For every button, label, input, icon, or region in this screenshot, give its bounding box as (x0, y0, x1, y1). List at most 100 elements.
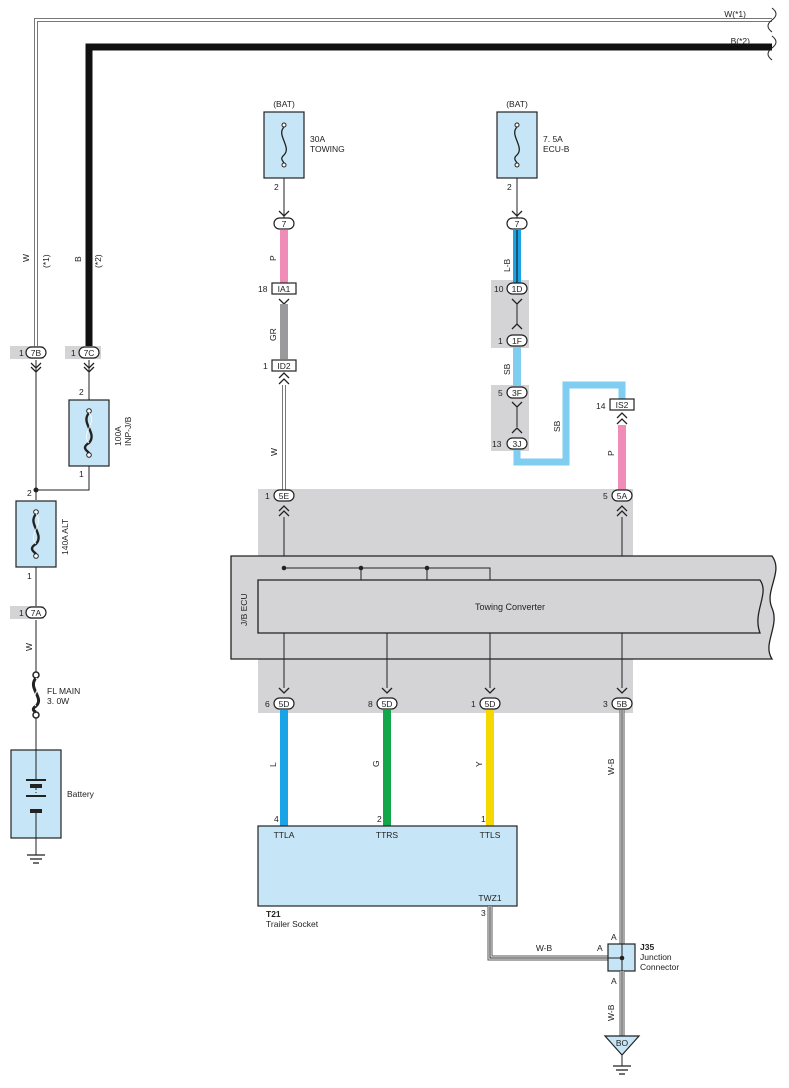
fuse-ecub-source: (BAT) (506, 99, 528, 109)
wire-label-gr: GR (268, 328, 278, 341)
connector-7-ecub: 7 (506, 210, 528, 230)
fuse-towing-source: (BAT) (273, 99, 295, 109)
wire-b-top (85, 43, 772, 346)
fuse-alt-pin-bottom: 1 (27, 571, 32, 581)
junction-pin-a-bottom: A (611, 976, 617, 986)
connector-1f-pin: 1 (498, 336, 503, 346)
fuse-towing-pin: 2 (274, 182, 279, 192)
fuse-inp-pin-top: 2 (79, 387, 84, 397)
connector-3f-code: 3F (512, 388, 522, 398)
connector-id2-code: ID2 (277, 361, 291, 371)
connector-5a: 5 5A (603, 489, 633, 517)
fuse-inp-pin-bottom: 1 (79, 469, 84, 479)
towing-converter-label: Towing Converter (475, 602, 545, 612)
connector-7b: 1 7B (19, 346, 47, 373)
fuse-inp-jb: 2 1 100A INP-J/B (68, 387, 133, 479)
left-wire-b-color: B (73, 256, 83, 262)
connector-5d-y-code: 5D (485, 699, 496, 709)
connector-5a-pin: 5 (603, 491, 608, 501)
connector-ia1-code: IA1 (278, 284, 291, 294)
connector-1f-code: 1F (512, 336, 522, 346)
connector-7c: 1 7C (71, 346, 100, 373)
wire-w-top (34, 18, 772, 346)
fusible-link-fl-main: FL MAIN 3. 0W (31, 671, 80, 719)
connector-5d-l: 6 5D (265, 687, 295, 710)
left-wire-w-note: (*1) (41, 254, 51, 268)
connector-5d-g-code: 5D (382, 699, 393, 709)
connector-7-ecub-code: 7 (515, 219, 520, 229)
wire-label-w-left: W (24, 643, 34, 651)
connector-3f: 5 3F (498, 386, 528, 408)
trailer-pin-num-twz1: 3 (481, 908, 486, 918)
fuse-towing-name: TOWING (310, 144, 345, 154)
connector-is2-code: IS2 (616, 400, 629, 410)
wire-inp-to-junction (36, 466, 90, 491)
wire-label-wb-h: W-B (536, 943, 553, 953)
connector-7-towing: 7 (273, 210, 295, 230)
fl-main-name: FL MAIN (47, 686, 80, 696)
trailer-pin-num-ttls: 1 (481, 814, 486, 824)
connector-5b: 3 5B (603, 687, 633, 710)
wire-label-l: L (268, 762, 278, 767)
wire-sb-2 (513, 381, 626, 466)
wire-wb-horizontal-stripe (489, 906, 608, 959)
connector-7b-pin: 1 (19, 348, 24, 358)
towing-converter-box (257, 579, 764, 634)
connector-ia1: 18 IA1 (258, 282, 297, 305)
junction-connector-j35: A A A (597, 932, 636, 986)
fuse-towing-rating: 30A (310, 134, 325, 144)
fuse-inp-rating: 100A (113, 426, 123, 446)
trailer-id: T21 (266, 909, 281, 919)
battery-label: Battery (67, 789, 95, 799)
left-wire-w-color: W (21, 254, 31, 262)
fl-main-rating: 3. 0W (47, 696, 69, 706)
connector-id2-pin: 1 (263, 361, 268, 371)
connector-3j-pin: 13 (492, 439, 502, 449)
trailer-pin-ttrs: TTRS (376, 830, 399, 840)
wire-w-top-inner (35, 19, 772, 346)
trailer-pin-twz1: TWZ1 (478, 893, 501, 903)
connector-5b-pin: 3 (603, 699, 608, 709)
fuse-alt-label: 140A ALT (60, 519, 70, 555)
jb-ecu-label: J/B ECU (239, 593, 249, 626)
connector-7-towing-code: 7 (282, 219, 287, 229)
ground-code: BO (616, 1038, 629, 1048)
wire-label-lb: L-B (502, 258, 512, 272)
wire-label-wb-right: W-B (606, 758, 616, 775)
connector-1d-code: 1D (512, 284, 523, 294)
junction-line1: Junction (640, 952, 672, 962)
wire-label-w1: W(*1) (724, 9, 746, 19)
ground-symbol-battery (27, 854, 45, 864)
connector-5e-code: 5E (279, 491, 290, 501)
connector-7a: 1 7A (19, 606, 47, 619)
trailer-socket: 4 2 1 TTLA TTRS TTLS TWZ1 3 (257, 814, 518, 918)
connector-5d-l-code: 5D (279, 699, 290, 709)
connector-1d-pin: 10 (494, 284, 504, 294)
junction-pin-a-left: A (597, 943, 603, 953)
break-mark-bottom (767, 35, 777, 61)
connector-3f-pin: 5 (498, 388, 503, 398)
fuse-inp-name: INP-J/B (123, 416, 133, 446)
connector-5b-code: 5B (617, 699, 628, 709)
connector-1f: 1 1F (498, 323, 528, 347)
connector-5d-g-pin: 8 (368, 699, 373, 709)
wire-label-p-right: P (606, 450, 616, 456)
connector-is2-pin: 14 (596, 401, 606, 411)
fuse-alt-pin-top: 2 (27, 488, 32, 498)
wire-label-g: G (371, 760, 381, 767)
break-mark-top (767, 7, 777, 33)
wire-label-b2: B(*2) (731, 36, 751, 46)
connector-5e-pin: 1 (265, 491, 270, 501)
wire-label-y: Y (474, 761, 484, 767)
connector-5d-y-pin: 1 (471, 699, 476, 709)
ecu-bus-dot-1 (281, 565, 287, 571)
fuse-ecub-name: ECU-B (543, 144, 570, 154)
connector-5a-code: 5A (617, 491, 628, 501)
battery (10, 749, 62, 839)
junction-pin-a-top: A (611, 932, 617, 942)
ground-point-bo: BO (603, 1035, 641, 1075)
junction-dot-left (33, 487, 39, 493)
fuse-7-5a-ecu-b (496, 111, 538, 179)
fuse-140a-alt: 2 1 140A ALT (15, 488, 70, 581)
